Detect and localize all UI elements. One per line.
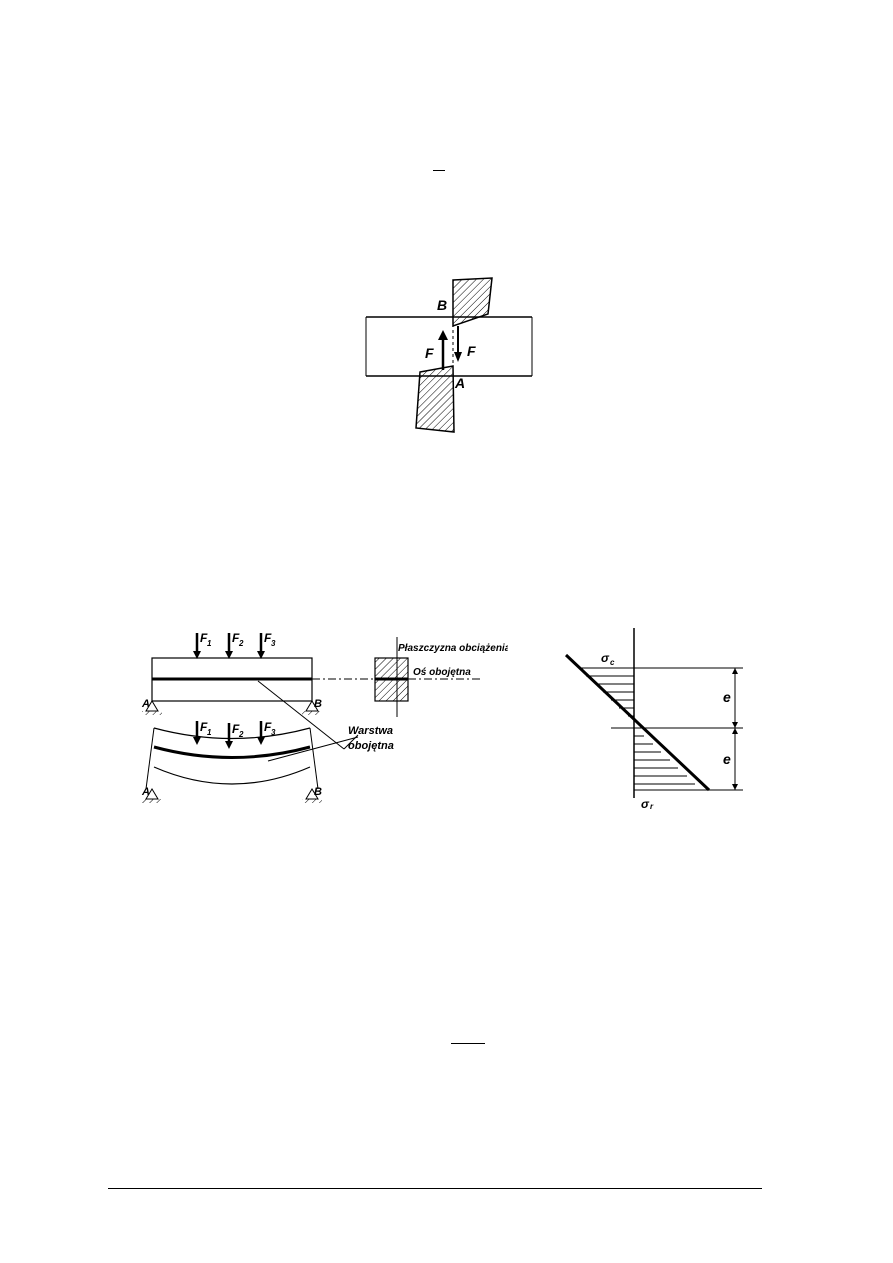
- top-f3: F: [264, 631, 272, 645]
- compression-arrows: [579, 667, 634, 717]
- bottom-forces: [193, 721, 265, 749]
- svg-text:1: 1: [207, 639, 212, 648]
- svg-text:3: 3: [271, 639, 276, 648]
- upper-blade: [452, 277, 493, 328]
- label-sigma-r: σ: [641, 797, 650, 810]
- label-f-down: F: [467, 343, 476, 359]
- stress-figure: σ c σ r e e: [561, 628, 743, 811]
- svg-text:1: 1: [207, 728, 212, 737]
- bottom-f2: F: [232, 722, 240, 736]
- bottom-label-b: B: [314, 786, 322, 798]
- top-label-b: B: [314, 698, 322, 710]
- fraction-bar-lower: [451, 1043, 485, 1044]
- bending-figure: F 1 F 2 F 3 A B Płaszczyzna obciążenia O…: [108, 625, 511, 808]
- shear-diagram: B A F F: [365, 277, 533, 433]
- bottom-f3: F: [264, 720, 272, 734]
- label-a: A: [454, 375, 465, 391]
- label-e-bottom: e: [723, 751, 731, 767]
- bottom-f1: F: [200, 720, 208, 734]
- label-e-top: e: [723, 689, 731, 705]
- svg-text:2: 2: [238, 730, 244, 739]
- bottom-label-a: A: [141, 786, 150, 798]
- label-f-up: F: [425, 345, 434, 361]
- bent-beam-bottom: [153, 766, 311, 785]
- fraction-bar-top: [433, 170, 445, 171]
- top-f2: F: [232, 631, 240, 645]
- tension-arrows: [634, 735, 695, 785]
- top-forces: [193, 633, 265, 659]
- stress-line: [564, 653, 711, 792]
- top-f1: F: [200, 631, 208, 645]
- label-axis: Oś obojętna: [413, 667, 471, 678]
- svg-text:2: 2: [238, 639, 244, 648]
- svg-text:r: r: [650, 802, 654, 810]
- stress-diagram: σ c σ r e e: [564, 628, 743, 811]
- svg-text:c: c: [610, 658, 615, 667]
- label-b: B: [437, 297, 447, 313]
- shear-figure: B A F F: [352, 276, 540, 434]
- svg-text:3: 3: [271, 728, 276, 737]
- label-layer-1: Warstwa: [348, 725, 393, 737]
- bent-beam-top: [153, 727, 311, 740]
- bent-beam-neutral: [153, 745, 311, 759]
- label-layer-2: obojętna: [348, 740, 394, 752]
- label-sigma-c: σ: [601, 651, 610, 665]
- top-label-a: A: [141, 698, 150, 710]
- footer-rule: [108, 1188, 762, 1189]
- lower-blade: [415, 365, 455, 433]
- bending-diagram: F 1 F 2 F 3 A B Płaszczyzna obciążenia O…: [141, 631, 511, 803]
- label-plane: Płaszczyzna obciążenia: [398, 643, 508, 654]
